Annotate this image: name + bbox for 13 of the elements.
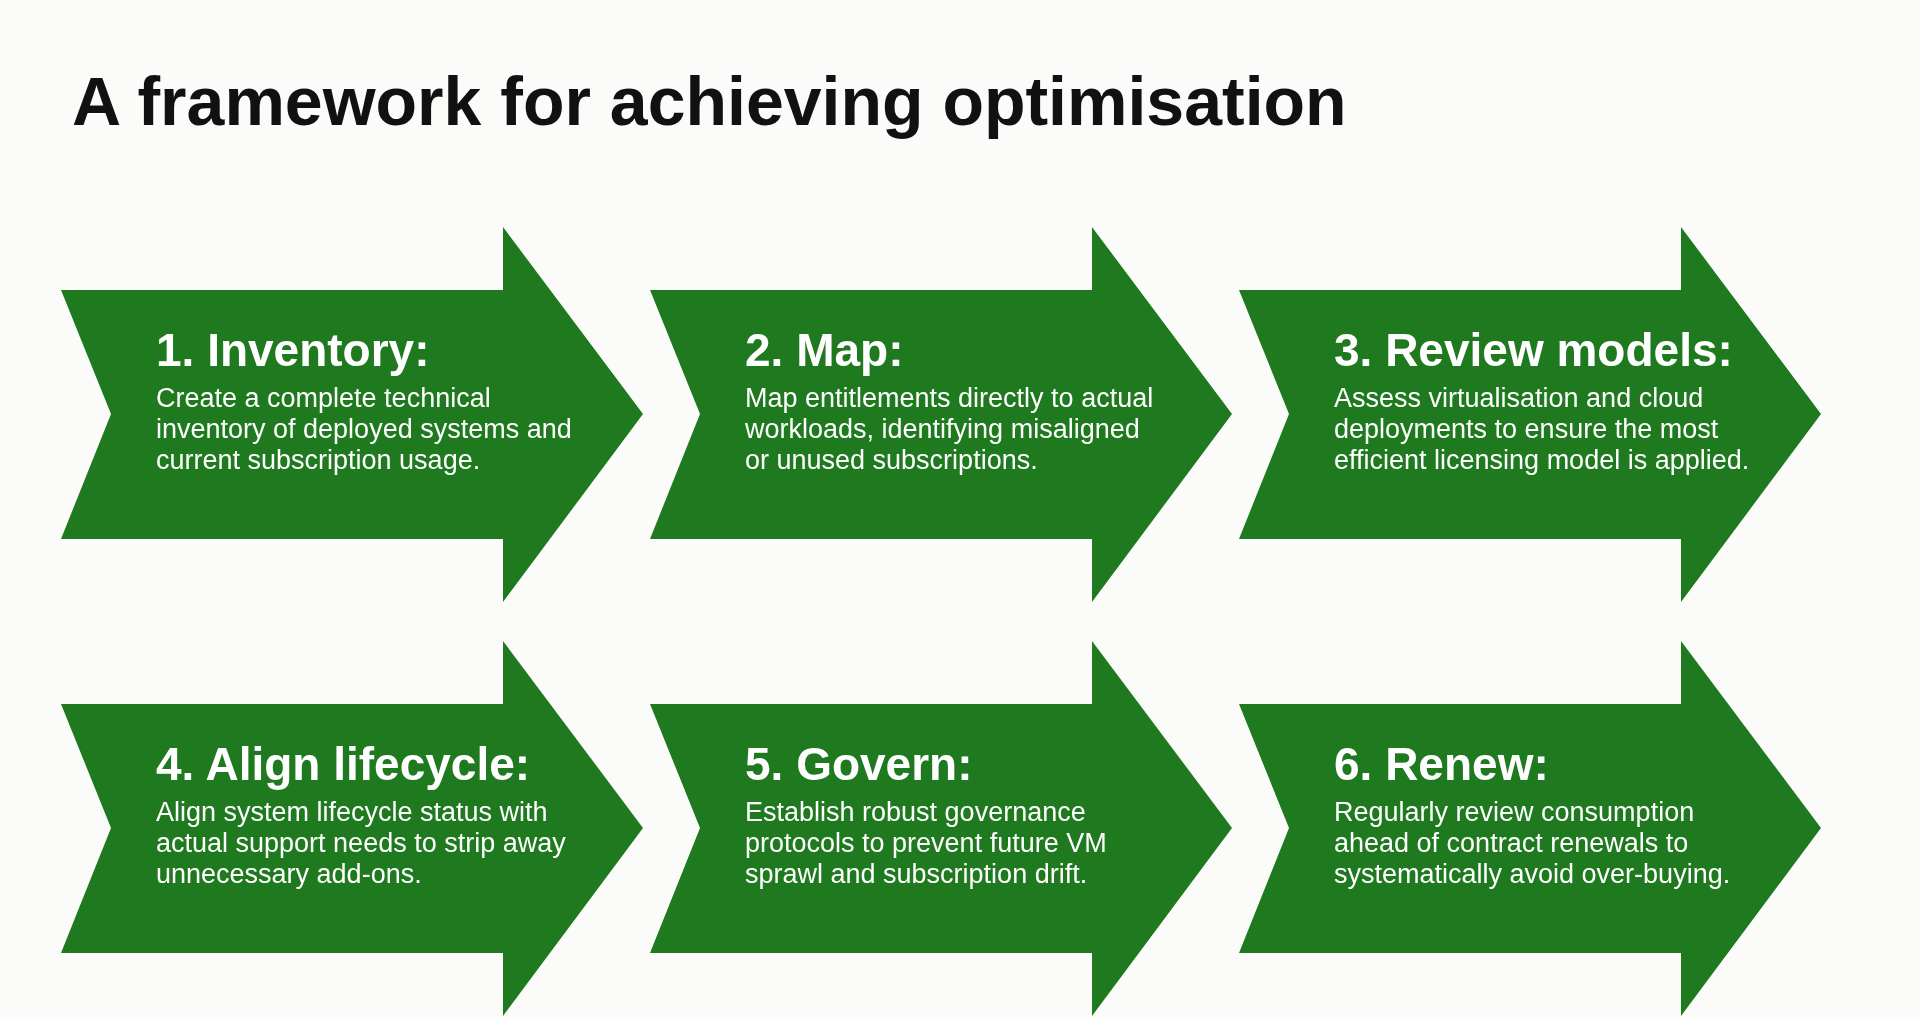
step-description: Regularly review consumption ahead of contract renewals to systematically avoid over-buying.: [1334, 797, 1732, 890]
page-title: A framework for achieving optimisation: [72, 62, 1347, 140]
step-description: Map entitlements directly to actual workloads, identifying misaligned or unused subscriptions.: [745, 383, 1155, 476]
step-heading: 5. Govern:: [745, 737, 973, 791]
step-heading: 4. Align lifecycle:: [156, 737, 531, 791]
step-heading: 1. Inventory:: [156, 323, 430, 377]
step-description: Create a complete technical inventory of deployed systems and current subscription usage.: [156, 383, 573, 476]
step-heading: 2. Map:: [745, 323, 904, 377]
step-heading: 6. Renew:: [1334, 737, 1549, 791]
step-description: Align system lifecycle status with actual support needs to strip away unnecessary add-ons.: [156, 797, 567, 890]
step-heading: 3. Review models:: [1334, 323, 1733, 377]
step-description: Establish robust governance protocols to prevent future VM sprawl and subscription drift.: [745, 797, 1108, 890]
step-description: Assess virtualisation and cloud deployments to ensure the most efficient licensing model is applied.: [1334, 383, 1751, 476]
